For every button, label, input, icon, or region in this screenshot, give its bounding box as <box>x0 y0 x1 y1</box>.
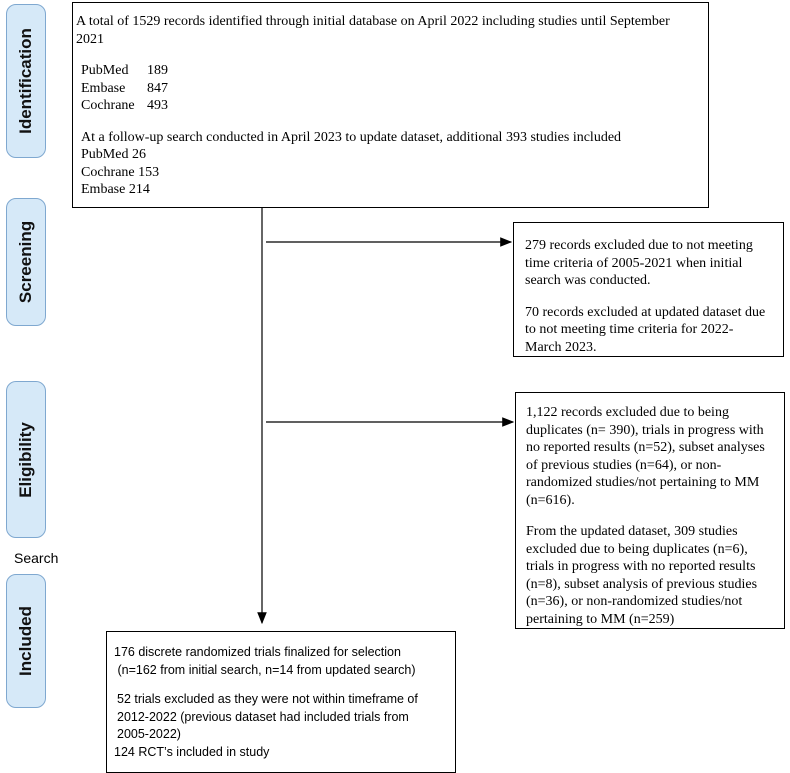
eligibility-text-line: randomized studies/not pertaining to MM <box>526 475 760 490</box>
eligibility-text-line: (n=8), subset analysis of previous studi… <box>526 576 758 592</box>
database-count: 493 <box>147 98 168 113</box>
database-name: PubMed <box>81 63 129 78</box>
identification-box: A total of 1529 records identified throu… <box>72 2 709 208</box>
eligibility-exclusion-box: 1,122 records excluded due to being dupl… <box>515 392 785 629</box>
screening-text-line: to not meeting time criteria for 2022- <box>525 322 734 337</box>
eligibility-text-line: (n=616). <box>526 492 575 508</box>
followup-database-item: PubMed 26 <box>81 147 146 162</box>
initial-database-list: PubMed 189 Embase 847 Cochrane 493 <box>76 62 706 115</box>
stage-included: Included <box>6 574 46 708</box>
eligibility-text-line: trials in progress with no reported resu… <box>526 559 756 574</box>
database-row: PubMed 189 <box>81 62 706 80</box>
search-label: Search <box>14 550 59 566</box>
included-text-line: (n=162 from initial search, n=14 from up… <box>114 662 416 677</box>
stage-identification: Identification <box>6 4 46 158</box>
identification-intro-line2: 2021 <box>76 31 104 47</box>
stage-screening: Screening <box>6 198 46 326</box>
screening-text-line: 279 records excluded due to not meeting <box>525 238 753 253</box>
eligibility-text-line: excluded due to being duplicates (n=6), <box>526 541 748 557</box>
eligibility-text-line: pertaining to MM (n=259) <box>526 611 675 627</box>
identification-intro-line1: A total of 1529 records identified throu… <box>76 14 670 29</box>
database-count: 189 <box>147 63 168 78</box>
database-row: Cochrane 493 <box>81 97 706 115</box>
screening-exclusion-box: 279 records excluded due to not meeting … <box>513 222 784 357</box>
stage-eligibility: Eligibility <box>6 381 46 538</box>
screening-text-line: March 2023. <box>525 339 597 355</box>
included-text-line: 52 trials excluded as they were not with… <box>117 692 418 706</box>
eligibility-text-line: From the updated dataset, 309 studies <box>526 524 738 539</box>
eligibility-text-line: no reported results (n=52), subset analy… <box>526 440 765 455</box>
database-row: Embase 847 <box>81 80 706 98</box>
eligibility-text-line: of previous studies (n=64), or non- <box>526 457 722 473</box>
included-text-line: 2012-2022 (previous dataset had included… <box>117 709 409 724</box>
screening-text-line: time criteria of 2005-2021 when initial <box>525 255 743 271</box>
followup-database-item: Cochrane 153 <box>81 164 160 180</box>
followup-search-line: At a follow-up search conducted in April… <box>81 129 622 145</box>
screening-text-line: 70 records excluded at updated dataset d… <box>525 304 766 320</box>
followup-database-item: Embase 214 <box>81 182 150 197</box>
included-text-line: 124 RCT’s included in study <box>114 744 270 759</box>
eligibility-text-line: (n=36), or non-randomized studies/not <box>526 594 743 609</box>
database-name: Cochrane <box>81 98 135 113</box>
eligibility-text-line: duplicates (n= 390), trials in progress … <box>526 422 764 438</box>
included-text-line: 176 discrete randomized trials finalized… <box>114 645 401 659</box>
included-box: 176 discrete randomized trials finalized… <box>106 631 456 773</box>
database-count: 847 <box>147 80 168 96</box>
database-name: Embase <box>81 80 126 96</box>
included-text-line: 2005-2022) <box>117 727 181 741</box>
screening-text-line: search was conducted. <box>525 273 651 288</box>
eligibility-text-line: 1,122 records excluded due to being <box>526 405 729 420</box>
